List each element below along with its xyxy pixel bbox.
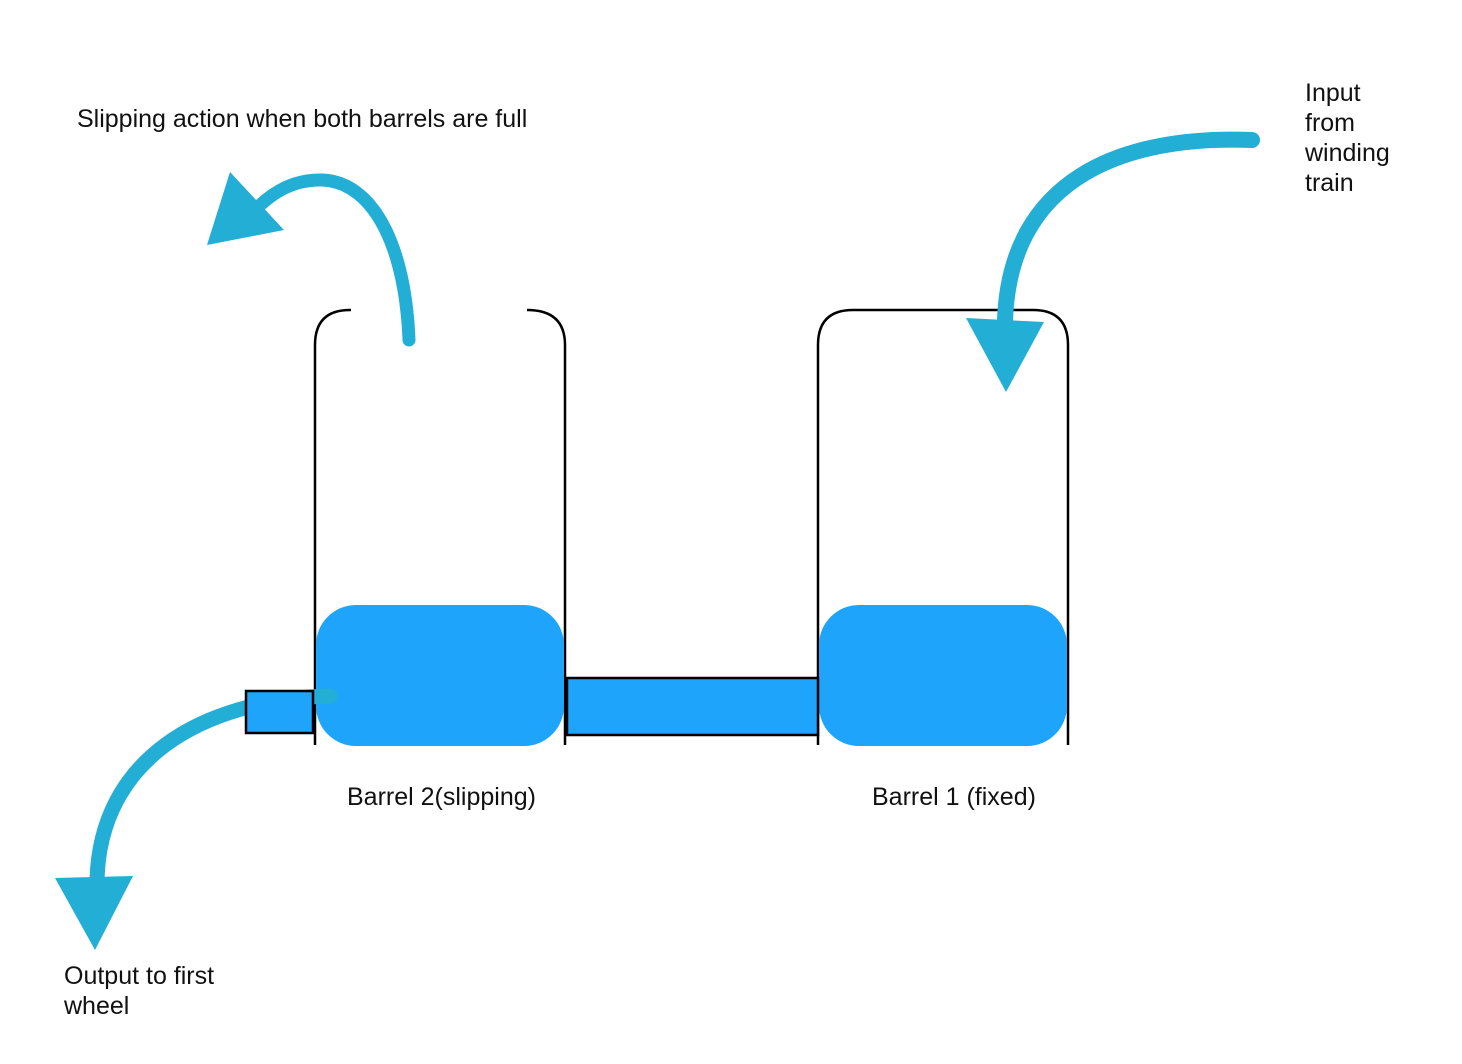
barrel-connector <box>565 676 820 737</box>
output-label: Output to first wheel <box>64 962 215 1020</box>
barrel-2-outline <box>313 308 567 745</box>
input-arrow <box>966 131 1260 392</box>
slip-arrow <box>207 172 416 347</box>
barrel-2-fill <box>316 605 564 746</box>
barrel-2-label: Barrel 2(slipping) <box>347 783 536 811</box>
barrel-1-outline <box>816 308 1070 745</box>
input-label: Input from winding train <box>1305 79 1390 197</box>
barrel-1-fill <box>819 605 1067 746</box>
slipping-action-label: Slipping action when both barrels are fu… <box>77 105 528 133</box>
output-arrowhead <box>55 876 133 950</box>
input-arrowhead <box>966 318 1044 392</box>
barrel-1-label: Barrel 1 (fixed) <box>872 783 1036 811</box>
slip-arrowhead <box>207 172 284 245</box>
output-stub <box>244 689 315 735</box>
